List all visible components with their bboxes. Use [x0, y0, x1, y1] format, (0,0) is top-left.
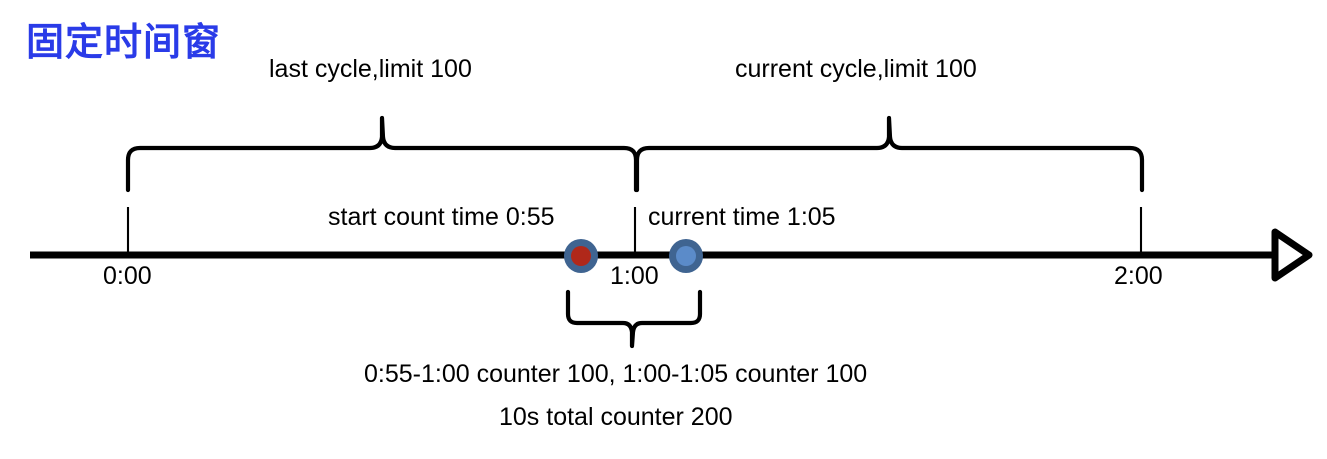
- marker-start-count-dot: [571, 246, 591, 266]
- label-current-cycle: current cycle,limit 100: [735, 55, 977, 83]
- brace-last-cycle: [125, 115, 639, 193]
- label-start-count-time: start count time 0:55: [328, 203, 555, 231]
- brace-counting-window: [565, 289, 703, 349]
- note-total-counter: 10s total counter 200: [499, 403, 733, 431]
- marker-current-time-dot: [676, 246, 696, 266]
- axis-tick-label-0-00: 0:00: [103, 262, 152, 290]
- page-title: 固定时间窗: [26, 22, 222, 64]
- note-counter-breakdown: 0:55-1:00 counter 100, 1:00-1:05 counter…: [364, 360, 868, 388]
- arrow-right-icon: [1271, 228, 1313, 282]
- label-last-cycle: last cycle,limit 100: [269, 55, 472, 83]
- axis-tick-label-1-00: 1:00: [610, 262, 659, 290]
- axis-tick-label-2-00: 2:00: [1114, 262, 1163, 290]
- label-current-time: current time 1:05: [648, 203, 836, 231]
- brace-current-cycle: [634, 115, 1145, 193]
